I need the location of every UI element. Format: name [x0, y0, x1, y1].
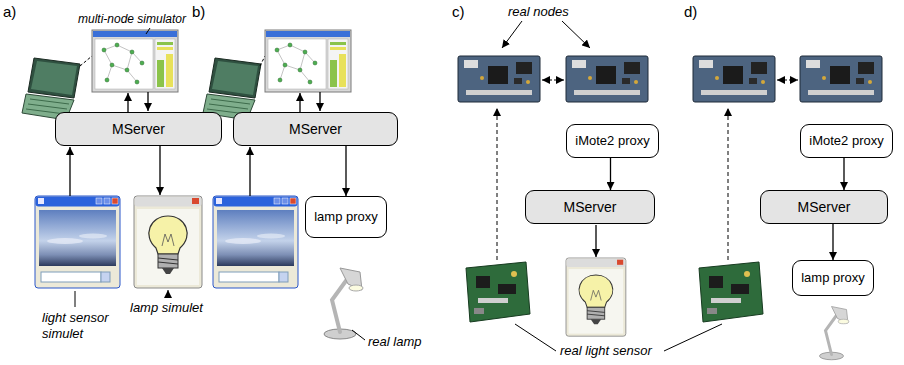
proxy-box: lamp proxy — [792, 260, 874, 296]
mote-board — [566, 56, 648, 102]
italic-label: real lamp — [368, 334, 421, 350]
radio-link — [777, 80, 798, 81]
arrow — [159, 146, 160, 195]
arrow — [147, 92, 148, 111]
mote-board — [458, 56, 540, 102]
box-label: iMote2 proxy — [575, 134, 649, 149]
box-label: MServer — [289, 121, 342, 137]
arrow — [595, 225, 596, 257]
server-box: MServer — [55, 112, 222, 146]
sensor-window — [213, 196, 298, 288]
sensor-board — [699, 262, 763, 322]
panel-label: a) — [3, 3, 16, 21]
arrow — [249, 147, 250, 196]
box-label: lamp proxy — [801, 271, 865, 286]
sensor-board — [466, 262, 530, 322]
lamp-picture — [324, 268, 363, 339]
italic-label: real nodes — [508, 4, 569, 20]
arrow — [299, 93, 300, 112]
radio-link — [497, 108, 498, 260]
mote-board — [800, 56, 882, 102]
radio-link — [728, 108, 729, 260]
leader-line — [168, 290, 169, 298]
panel-label: b) — [192, 3, 205, 21]
panel-label: c) — [452, 3, 465, 21]
server-box: MServer — [760, 190, 888, 224]
italic-label: light sensor simulet — [42, 310, 124, 341]
laptop-icon — [22, 58, 80, 120]
proxy-box: lamp proxy — [305, 196, 387, 238]
box-label: MServer — [798, 199, 851, 215]
box-label: MServer — [112, 121, 165, 137]
panel-label: d) — [684, 3, 697, 21]
leader-line — [146, 28, 150, 34]
lamp-window — [566, 258, 626, 336]
laptop-icon — [203, 58, 261, 120]
radio-link — [542, 80, 564, 81]
arrow-connector — [843, 158, 844, 190]
arrow — [127, 93, 128, 112]
italic-label: multi-node simulator — [78, 12, 186, 26]
server-box: MServer — [233, 112, 398, 146]
simulator-window — [92, 30, 178, 92]
leader-line — [75, 291, 76, 307]
leader-line — [515, 324, 556, 351]
proxy-box: iMote2 proxy — [800, 124, 893, 158]
link-line — [80, 56, 92, 66]
simulator-window — [265, 30, 351, 92]
box-label: iMote2 proxy — [809, 134, 883, 149]
arrow-connector — [610, 158, 611, 190]
sensor-window — [35, 196, 120, 288]
lamp-picture — [820, 307, 849, 360]
arrow-connector — [832, 224, 833, 260]
leader-line — [352, 330, 365, 340]
arrow — [69, 147, 70, 196]
mote-board — [693, 56, 775, 102]
box-label: lamp proxy — [314, 210, 378, 225]
italic-label: real light sensor — [560, 343, 652, 359]
leader-line — [562, 21, 590, 48]
arrow — [319, 92, 320, 111]
lamp-window — [134, 196, 202, 288]
proxy-box: iMote2 proxy — [566, 124, 659, 158]
box-label: MServer — [564, 199, 617, 215]
leader-line — [664, 324, 722, 351]
leader-line — [502, 21, 522, 48]
link-line — [260, 56, 265, 66]
arrow-connector — [345, 146, 346, 196]
server-box: MServer — [525, 190, 655, 224]
italic-label: lamp simulet — [130, 300, 203, 316]
